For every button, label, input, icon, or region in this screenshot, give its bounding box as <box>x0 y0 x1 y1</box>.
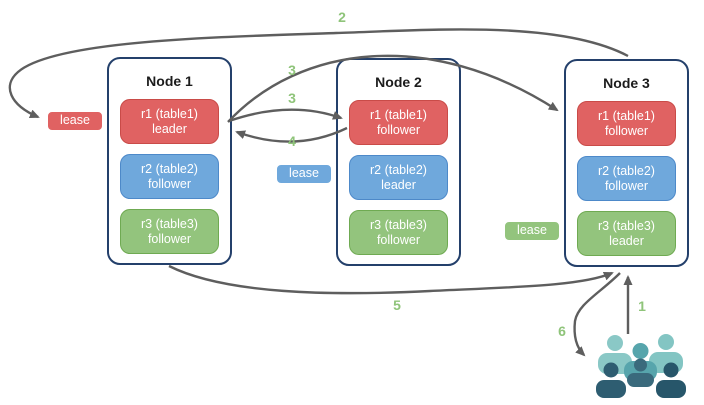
replica-role: follower <box>147 231 192 246</box>
node-1-replica-r1: r1 (table1) leader <box>120 99 219 144</box>
node-1-replica-r2: r2 (table2) follower <box>120 154 219 199</box>
node-2: Node 2 r1 (table1) follower r2 (table2) … <box>336 58 461 266</box>
replica-role: follower <box>604 178 649 193</box>
replica-role: leader <box>609 233 644 248</box>
step-label-1: 1 <box>638 298 646 314</box>
lease-badge-red: lease <box>47 111 103 131</box>
node-3-title: Node 3 <box>603 75 650 91</box>
node-2-replica-r3: r3 (table3) follower <box>349 210 448 255</box>
node-2-replica-r1: r1 (table1) follower <box>349 100 448 145</box>
replica-name: r1 (table1) <box>598 108 655 123</box>
step-label-5: 5 <box>393 297 401 313</box>
user-front-center <box>627 358 654 387</box>
replica-name: r1 (table1) <box>141 106 198 121</box>
replica-role: follower <box>147 176 192 191</box>
user-front-left <box>596 362 626 398</box>
node-2-replica-r2: r2 (table2) leader <box>349 155 448 200</box>
node-3-replica-r2: r2 (table2) follower <box>577 156 676 201</box>
arrow-step-3-to-node2 <box>228 108 343 123</box>
lease-badge-green: lease <box>504 221 560 241</box>
node-1: Node 1 r1 (table1) leader r2 (table2) fo… <box>107 57 232 265</box>
arrow-step-2 <box>8 28 629 119</box>
replica-name: r3 (table3) <box>598 218 655 233</box>
arrow-step-5 <box>168 264 614 295</box>
node-2-title: Node 2 <box>375 74 422 90</box>
replica-name: r1 (table1) <box>370 107 427 122</box>
replica-name: r3 (table3) <box>141 216 198 231</box>
step-label-3b: 3 <box>288 90 296 106</box>
replica-name: r2 (table2) <box>141 161 198 176</box>
users-group-icon <box>596 334 686 398</box>
node-3-replica-r3: r3 (table3) leader <box>577 211 676 256</box>
step-label-2: 2 <box>338 9 346 25</box>
node-1-replica-r3: r3 (table3) follower <box>120 209 219 254</box>
replica-name: r2 (table2) <box>598 163 655 178</box>
node-1-title: Node 1 <box>146 73 193 89</box>
lease-badge-blue: lease <box>276 164 332 184</box>
step-label-3a: 3 <box>288 62 296 78</box>
user-front-right <box>656 362 686 398</box>
replica-role: leader <box>381 177 416 192</box>
node-3: Node 3 r1 (table1) follower r2 (table2) … <box>564 59 689 267</box>
step-label-6: 6 <box>558 323 566 339</box>
node-3-replica-r1: r1 (table1) follower <box>577 101 676 146</box>
replica-name: r3 (table3) <box>370 217 427 232</box>
replica-role: follower <box>376 122 421 137</box>
replica-role: leader <box>152 121 187 136</box>
replica-role: follower <box>376 232 421 247</box>
step-label-4: 4 <box>288 133 296 149</box>
replica-role: follower <box>604 123 649 138</box>
replica-name: r2 (table2) <box>370 162 427 177</box>
